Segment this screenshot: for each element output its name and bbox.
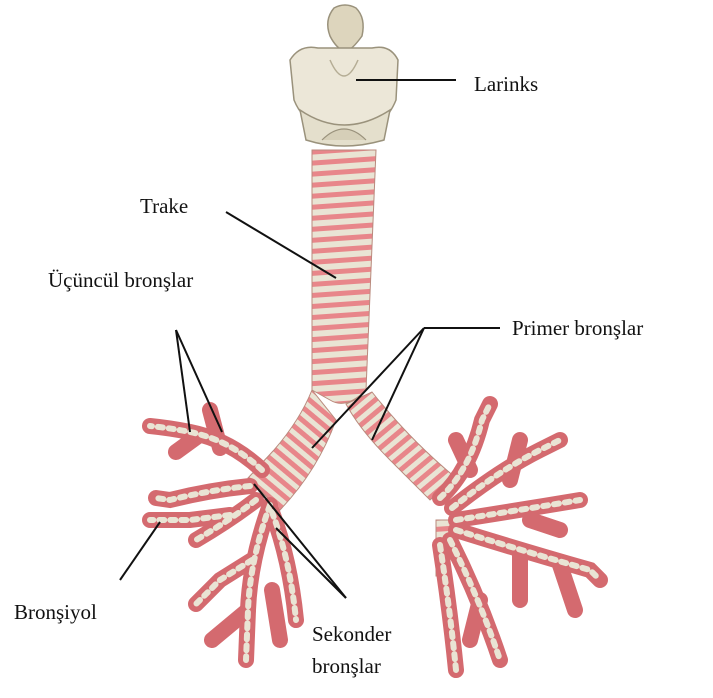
leader-sekonder-1 bbox=[254, 484, 346, 598]
trachea bbox=[312, 150, 376, 403]
leader-bronsiyol bbox=[120, 522, 160, 580]
label-ucuncul-bronslar: Üçüncül bronşlar bbox=[48, 268, 193, 293]
label-larinks: Larinks bbox=[474, 72, 538, 97]
label-bronsiyol: Bronşiyol bbox=[14, 600, 97, 625]
right-bronchial-tree bbox=[440, 404, 600, 670]
label-sekonder-line2: bronşlar bbox=[312, 654, 381, 679]
left-bronchial-tree bbox=[150, 410, 296, 660]
larynx bbox=[290, 5, 398, 146]
label-primer-bronslar: Primer bronşlar bbox=[512, 316, 643, 341]
label-trake: Trake bbox=[140, 194, 188, 219]
label-sekonder-line1: Sekonder bbox=[312, 622, 391, 647]
